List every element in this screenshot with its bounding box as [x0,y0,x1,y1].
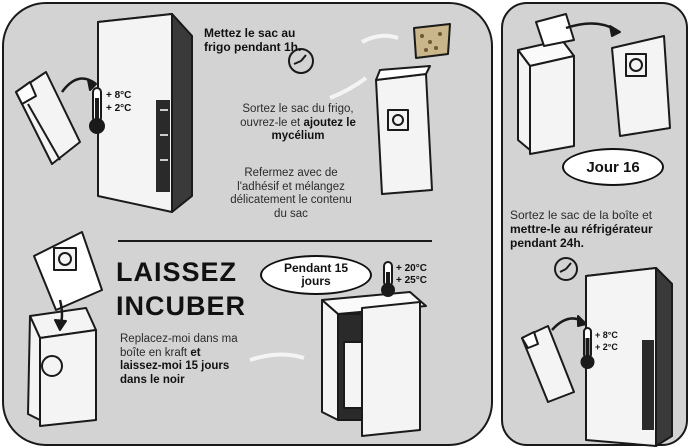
kraft-box-icon [27,231,103,427]
curved-arrow-icon [361,33,399,44]
incubate-temp-low: + 20°C [396,263,427,274]
mycelium-step-lead: Sortez le sac du frigo, ouvrez-le et [240,103,354,129]
mycelium-step-text: Sortez le sac du frigo, ouvrez-le et ajo… [228,103,368,144]
thermometer-icon [580,327,595,369]
curved-arrow-icon [249,352,305,362]
fridge-temp-high: + 8°C [106,90,132,101]
mycelium-step-emphasis: ajoutez le mycélium [271,116,356,143]
open-box-icon [517,13,575,155]
arrow-icon [565,22,617,32]
right-fridge-temp-low: + 2°C [595,342,618,352]
day-badge: Jour 16 [562,148,664,186]
bag-icon [611,35,671,137]
day16-step-lead: Sortez le sac de la boîte et [510,208,653,222]
day16-step-emphasis: mettre-le au réfrigérateur pendant 24h. [510,222,653,251]
fridge-step-text: Mettez le sac au frigo pendant 1h. [204,26,302,55]
bag-icon [521,325,575,403]
fridge-icon [585,267,673,447]
incubate-temp-high: + 25°C [396,275,427,286]
duration-badge: Pendant 15 jours [260,255,372,295]
arrow-head-icon [577,315,587,327]
cabinet-icon [321,291,427,437]
clock-icon [288,48,314,74]
reseal-step-text: Refermez avec de l'adhésif et mélangez d… [230,167,352,220]
incubate-heading-line-2: INCUBER [116,290,247,321]
day16-step-text: Sortez le sac de la boîte et mettre-le a… [510,208,682,250]
fridge-temp-low: + 2°C [106,103,132,114]
clock-icon [554,257,578,281]
bag-icon [15,71,81,165]
open-bag-icon [375,65,433,195]
curved-arrow-icon [329,76,368,100]
fridge-icon [97,13,193,213]
arrow-head-icon [87,79,97,91]
incubate-step-text: Replacez-moi dans ma boîte en kraft et l… [120,333,240,387]
thermometer-icon [381,261,395,297]
incubate-step-emphasis: et laissez-moi 15 jours dans le noir [120,346,230,386]
incubate-step-lead: Replacez-moi dans ma boîte en kraft [120,333,238,359]
arrow-head-icon [54,319,67,331]
right-fridge-temp-high: + 8°C [595,330,618,340]
mycelium-packet-icon [413,23,451,59]
incubate-heading: LAISSEZ INCUBER [116,256,246,324]
arrow-head-icon [609,25,621,37]
thermometer-icon [89,87,105,134]
incubate-heading-line-1: LAISSEZ [116,257,238,287]
